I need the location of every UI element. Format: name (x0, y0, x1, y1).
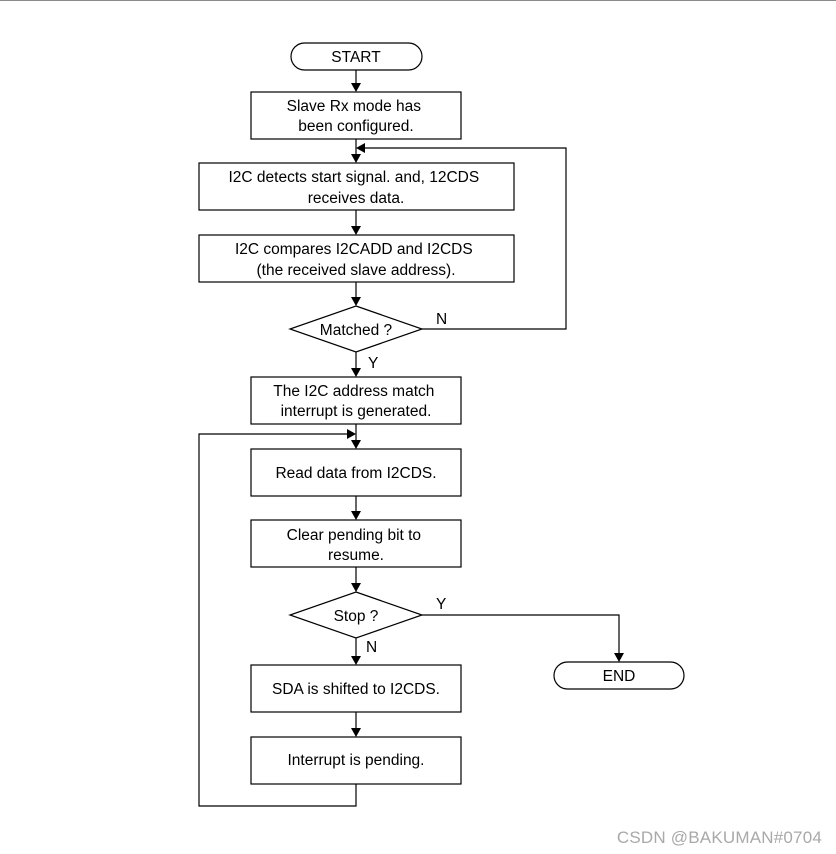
arrowhead-compare (351, 226, 361, 235)
address-match-interrupt-label: The I2C address match interrupt is gener… (273, 383, 438, 420)
arrowhead-matched-no-loop (356, 143, 365, 153)
read-data-label: Read data from I2CDS. (275, 465, 436, 482)
arrowhead-read (351, 440, 361, 449)
csdn-watermark: CSDN @BAKUMAN#0704 (616, 828, 822, 847)
address-match-interrupt-box (250, 376, 462, 425)
clear-pending-label: Clear pending bit to resume. (287, 527, 426, 564)
start-label: START (331, 49, 381, 66)
slave-rx-configured-label: Slave Rx mode has been configured. (287, 98, 426, 135)
end-label: END (603, 668, 636, 685)
arrowhead-address-match (351, 368, 361, 377)
arrowhead-detect (351, 154, 361, 163)
arrowhead-sda (351, 656, 361, 665)
connector-pending-loop-back (198, 433, 357, 807)
matched-no-label: N (436, 311, 447, 328)
stop-no-label: N (366, 639, 377, 656)
matched-yes-label: Y (368, 355, 378, 372)
arrowhead-matched (351, 297, 361, 306)
arrowhead-pending-loop-back (347, 429, 356, 439)
top-divider (0, 0, 836, 1)
compare-address-label: I2C compares I2CADD and I2CDS (the recei… (235, 241, 477, 279)
arrowhead-config (351, 83, 361, 92)
detect-start-signal-box (198, 162, 515, 211)
stop-decision-label: Stop ? (334, 608, 379, 625)
sda-shifted-box (250, 664, 462, 713)
interrupt-pending-label: Interrupt is pending. (287, 752, 424, 769)
connector-stop-yes-to-end (422, 614, 620, 654)
sda-shifted-label: SDA is shifted to I2CDS. (272, 681, 440, 698)
arrowhead-clear (351, 511, 361, 520)
interrupt-pending-box (250, 736, 462, 785)
connector-matched-no-loop (364, 147, 567, 330)
stop-yes-label: Y (436, 596, 446, 613)
arrowhead-end (614, 653, 624, 662)
detect-start-signal-label: I2C detects start signal. and, 12CDS rec… (228, 169, 483, 207)
arrowhead-pending (351, 728, 361, 737)
matched-decision-label: Matched ? (320, 322, 393, 339)
slave-rx-configured-box (250, 91, 462, 140)
arrowhead-stop (351, 583, 361, 592)
